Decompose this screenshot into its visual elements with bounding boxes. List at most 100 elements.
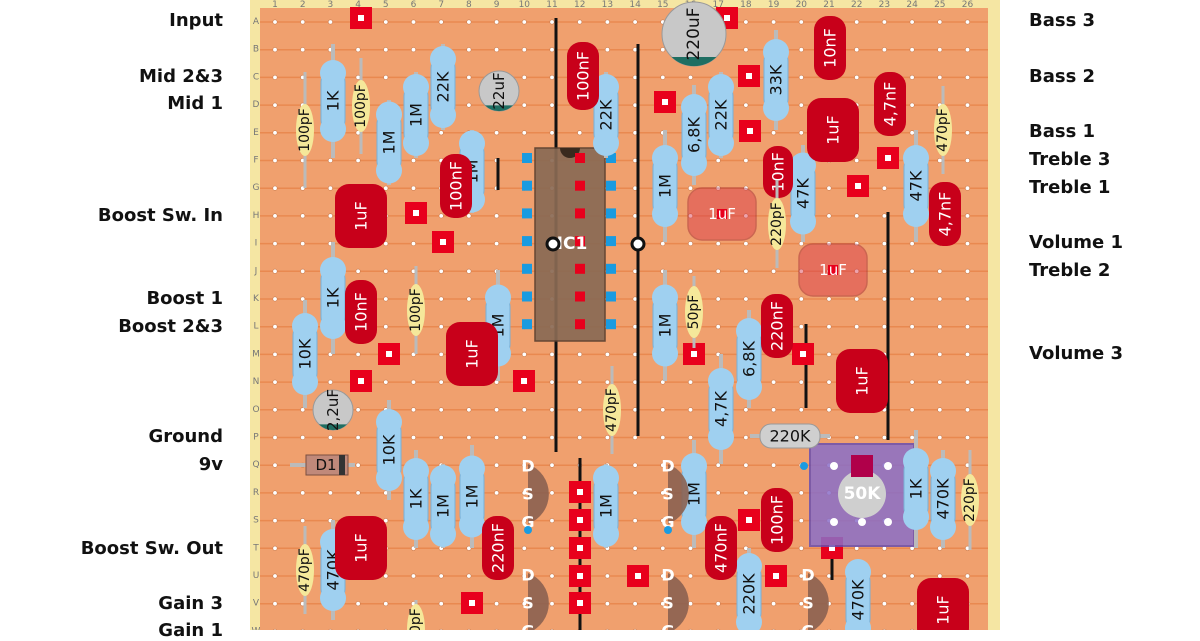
strip-hole: [494, 19, 500, 25]
strip-hole: [355, 434, 361, 440]
strip-hole: [798, 268, 804, 274]
strip-hole: [632, 518, 638, 524]
strip-hole: [687, 268, 693, 274]
ceramic-body: [603, 384, 621, 436]
column-number: 12: [574, 0, 585, 10]
strip-hole: [937, 47, 943, 53]
strip-hole: [494, 407, 500, 413]
ceramic-value: 470pF: [604, 388, 620, 432]
column-number: 5: [383, 0, 389, 10]
resistor-value: 1M: [597, 494, 616, 518]
ceramic-value: 220pF: [769, 202, 785, 246]
strip-hole: [798, 490, 804, 496]
pot-lug: [884, 462, 892, 470]
strip-hole: [577, 379, 583, 385]
row-letter: C: [253, 72, 259, 82]
film-capacitor: [345, 280, 377, 344]
ic1-label: IC1: [557, 234, 588, 254]
resistor-cap: [320, 313, 346, 339]
resistor-cap: [681, 453, 707, 479]
strip-hole: [411, 19, 417, 25]
resistor-body: [759, 423, 821, 449]
left-connection-label: 9v: [198, 454, 223, 475]
track-cut-hole: [746, 73, 752, 79]
resistor-cap: [763, 95, 789, 121]
resistor-value: 1M: [380, 131, 399, 155]
strip-hole: [771, 462, 777, 468]
strip-hole: [909, 296, 915, 302]
tantalum-capacitor: [798, 243, 868, 297]
row-letter: T: [252, 543, 259, 553]
right-connection-label: Volume 3: [1029, 343, 1124, 364]
tantalum-capacitor: [687, 187, 757, 241]
film-cap-body: [482, 516, 514, 580]
jfet-body: [668, 573, 689, 630]
strip-hole: [826, 213, 832, 219]
track-cut: [575, 180, 585, 191]
resistor-value: 1K: [407, 488, 426, 509]
resistor-cap: [403, 514, 429, 540]
strip-hole: [272, 185, 278, 191]
strip-hole: [937, 74, 943, 80]
strip-hole: [937, 324, 943, 330]
ic1-pin: [606, 291, 616, 302]
diode-label: D1: [315, 456, 336, 474]
track-cut-hole: [577, 545, 583, 551]
resistor-cap: [320, 116, 346, 142]
row-letter: B: [253, 45, 259, 55]
wire-end: [545, 236, 561, 252]
resistor-cap: [459, 511, 485, 538]
strip-hole: [411, 407, 417, 413]
resistor-cap: [459, 130, 485, 157]
resistor-cap: [736, 553, 762, 579]
strip-hole: [964, 268, 970, 274]
resistor: [736, 310, 762, 408]
strip-hole: [272, 601, 278, 607]
left-connection-label: Input: [169, 10, 223, 31]
ceramic-capacitor: [407, 600, 425, 630]
strip-hole: [300, 407, 306, 413]
strip-hole: [743, 241, 749, 247]
track-cut-hole: [577, 489, 583, 495]
strip-hole: [909, 130, 915, 136]
strip-hole: [300, 241, 306, 247]
resistor: [708, 72, 734, 158]
column-number: 21: [823, 0, 834, 10]
film-cap-value: 1uF: [853, 366, 872, 396]
resistor-value: 1M: [656, 174, 675, 198]
resistor-value: 1K: [324, 90, 343, 111]
ceramic-capacitor: [685, 276, 703, 348]
resistor: [430, 464, 456, 548]
strip-hole: [355, 268, 361, 274]
resistor-cap: [376, 409, 402, 435]
strip-hole: [854, 213, 860, 219]
film-cap-value: 220nF: [768, 301, 787, 351]
strip-hole: [355, 351, 361, 357]
track-cut-hole: [724, 15, 730, 21]
film-cap-body: [335, 516, 387, 580]
pot-label: 50K: [844, 484, 882, 504]
strip-hole: [881, 601, 887, 607]
strip-hole: [715, 241, 721, 247]
column-number: 14: [629, 0, 641, 10]
strip-hole: [687, 407, 693, 413]
wire-end: [630, 236, 646, 252]
strip-hole: [438, 268, 444, 274]
resistor-cap: [845, 615, 871, 630]
resistor-cap: [736, 318, 762, 344]
strip-hole: [494, 490, 500, 496]
resistor: [681, 85, 707, 185]
resistor-value: 220K: [769, 427, 811, 446]
strip-hole: [383, 19, 389, 25]
strip-hole: [300, 213, 306, 219]
resistor-cap: [320, 585, 346, 611]
strip-hole: [577, 351, 583, 357]
strip-hole: [411, 434, 417, 440]
film-capacitor: [482, 516, 514, 580]
pot-lug: [830, 462, 838, 470]
track-cut-hole: [691, 351, 697, 357]
strip-hole: [826, 296, 832, 302]
strip-hole: [964, 407, 970, 413]
resistor-value: 47K: [907, 170, 926, 201]
strip-hole: [964, 102, 970, 108]
